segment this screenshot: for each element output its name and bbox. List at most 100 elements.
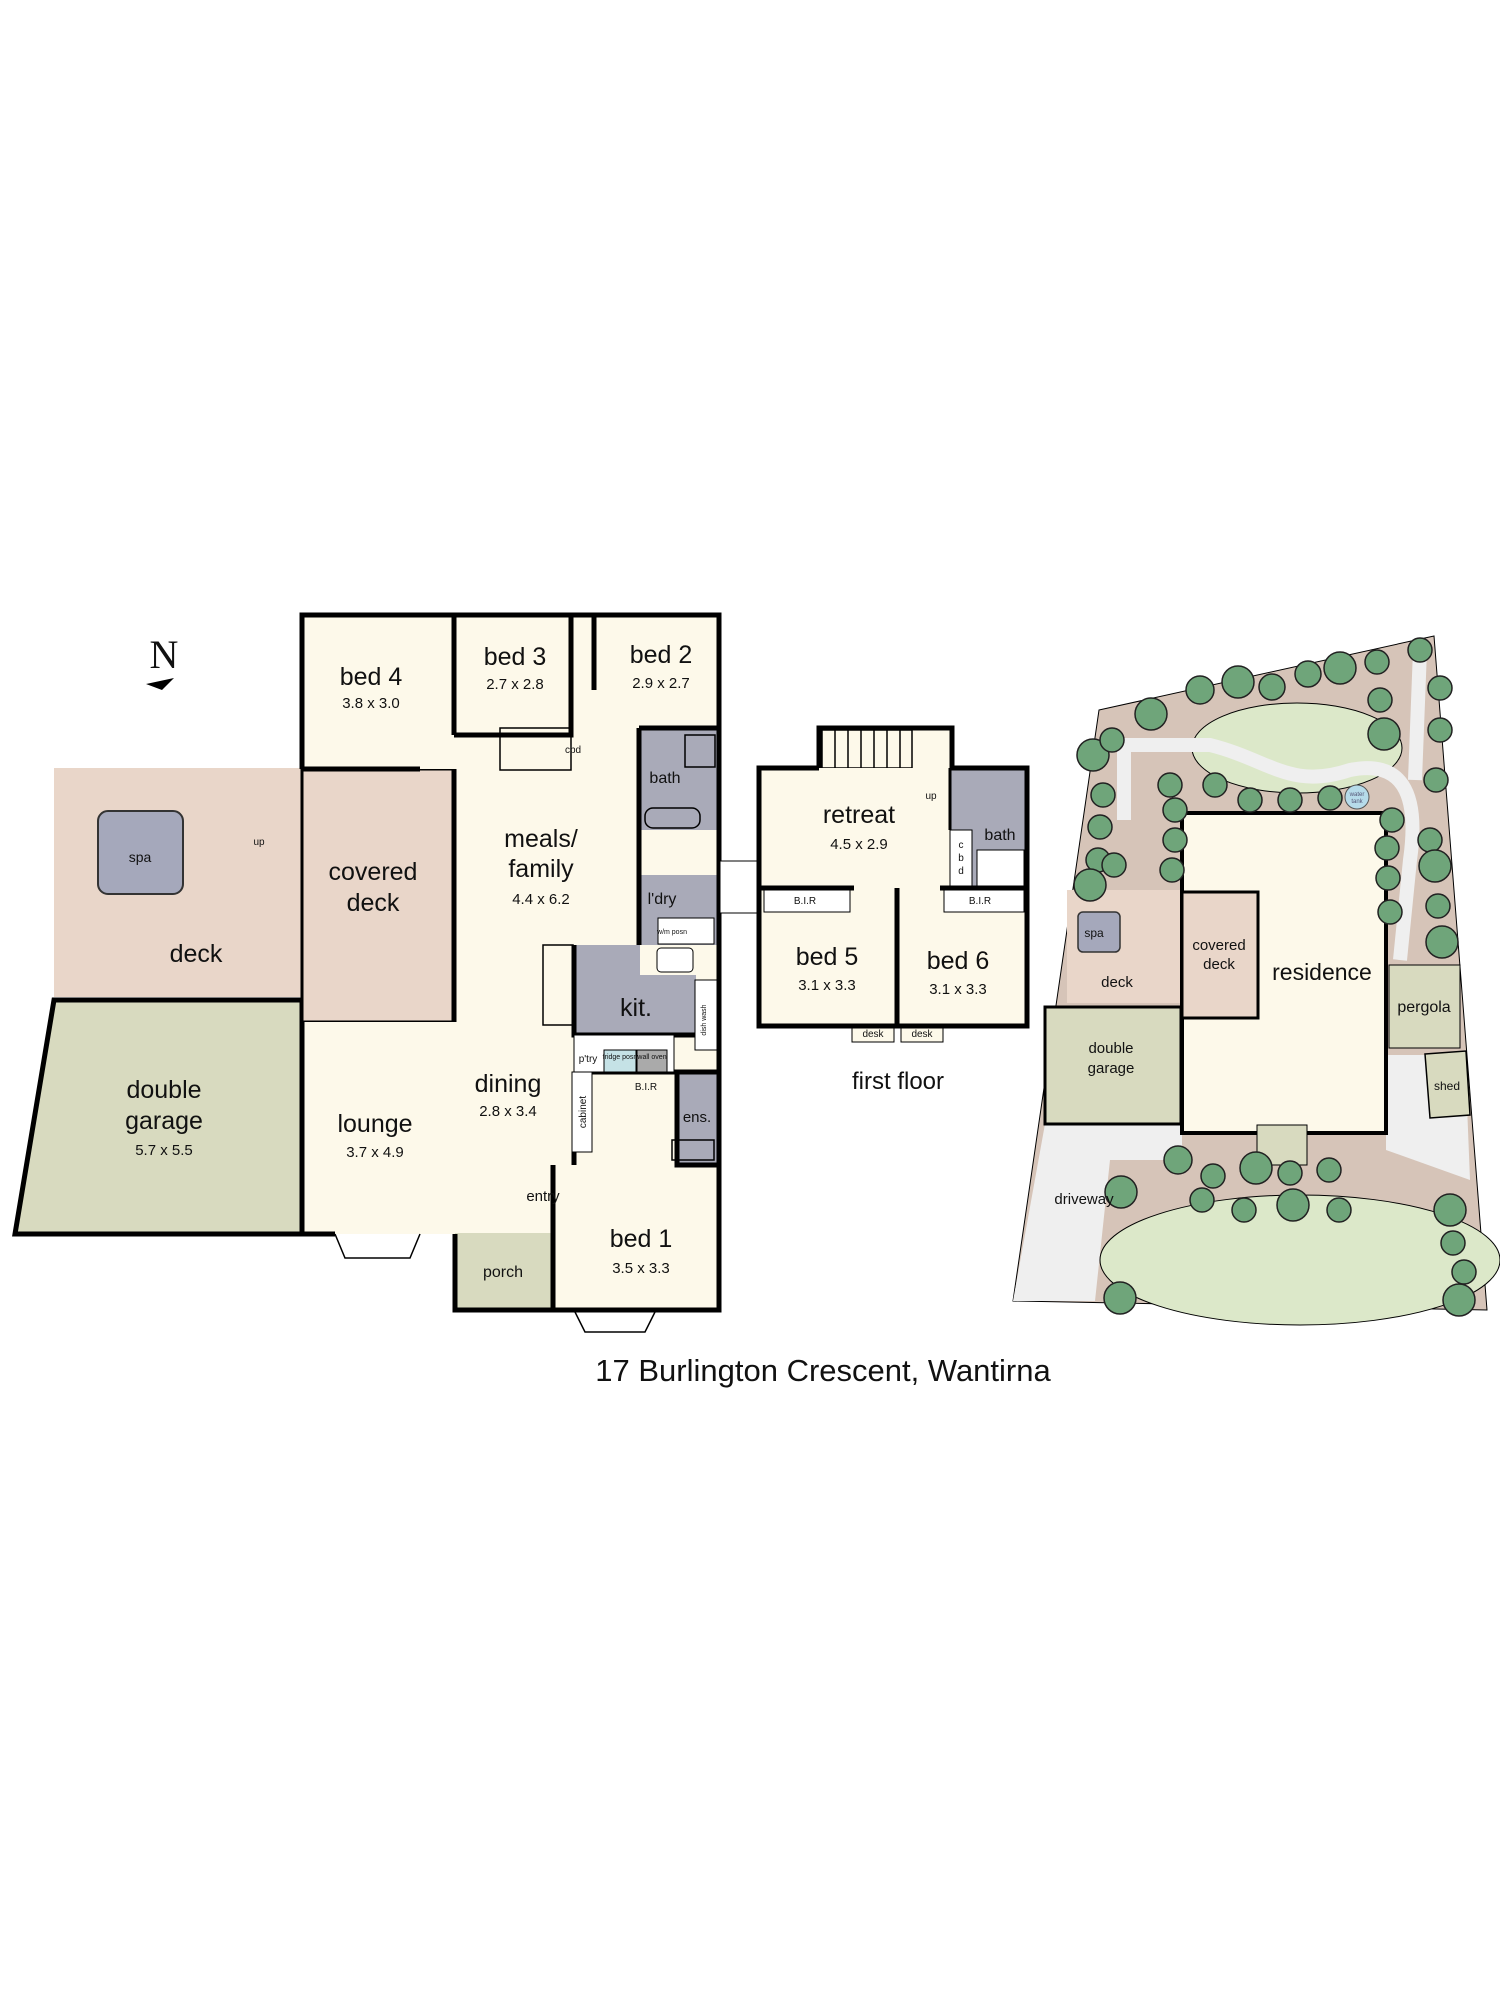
tree-icon <box>1427 717 1453 743</box>
tree-icon <box>1237 787 1263 813</box>
shower-icon <box>684 734 716 768</box>
tree-icon <box>1231 1197 1257 1223</box>
room-lounge: lounge <box>337 1110 412 1138</box>
bir-label: B.I.R <box>635 1082 657 1093</box>
tree-icon <box>1317 785 1343 811</box>
tree-icon <box>1316 1157 1342 1183</box>
pantry-label: p'try <box>579 1054 598 1065</box>
room-bed2: bed 2 <box>630 641 693 669</box>
bed6-desk-label: desk <box>911 1029 933 1040</box>
tree-icon <box>1258 673 1286 701</box>
room-bed3-dims: 2.7 x 2.8 <box>486 676 544 693</box>
tree-icon <box>1417 827 1443 853</box>
tree-icon <box>1374 835 1400 861</box>
room-bed4: bed 4 <box>340 663 403 691</box>
tree-icon <box>1425 925 1459 959</box>
tree-icon <box>1375 865 1401 891</box>
ff-shower-icon <box>976 849 1025 888</box>
tree-icon <box>1277 787 1303 813</box>
ensuite-area <box>677 1072 719 1165</box>
garden-path <box>1117 738 1420 961</box>
site-garage-label: double <box>1088 1040 1133 1057</box>
cabinet <box>571 1071 593 1153</box>
room-dining: dining <box>475 1070 542 1098</box>
tree-icon <box>1276 1188 1310 1222</box>
room-bed2-dims: 2.9 x 2.7 <box>632 675 690 692</box>
bath-area <box>639 728 719 830</box>
site-shed-label: shed <box>1434 1079 1460 1093</box>
tree-icon <box>1418 849 1452 883</box>
room-meals: meals/ <box>504 825 578 853</box>
tree-icon <box>1185 675 1215 705</box>
tree-icon <box>1087 814 1113 840</box>
covered-deck-area <box>302 769 454 1022</box>
tree-icon <box>1442 1283 1476 1317</box>
tree-icon <box>1162 797 1188 823</box>
cabinet-label: cabinet <box>578 1096 589 1128</box>
north-label: N <box>150 632 179 677</box>
tree-icon <box>1090 782 1116 808</box>
kitchen-area <box>574 945 696 1035</box>
room-garage: double <box>126 1076 201 1104</box>
tree-icon <box>1425 893 1451 919</box>
room-kitchen: kit. <box>620 994 652 1022</box>
trees <box>1073 637 1477 1317</box>
site-garage-label-2: garage <box>1088 1060 1135 1077</box>
room-porch: porch <box>483 1264 523 1281</box>
tree-icon <box>1427 675 1453 701</box>
tree-icon <box>1134 697 1168 731</box>
tree-icon <box>1157 772 1183 798</box>
site-covered-deck-label: deck <box>1203 956 1235 973</box>
room-meals-2: family <box>508 855 574 883</box>
room-bed1: bed 1 <box>610 1225 673 1253</box>
garage-area <box>15 1000 302 1234</box>
tree-icon <box>1367 687 1393 713</box>
tree-icon <box>1101 852 1127 878</box>
room-bed6: bed 6 <box>927 947 990 975</box>
cbd-c: c <box>959 840 964 851</box>
dishwasher-label: dish wash <box>701 1004 708 1035</box>
tree-icon <box>1433 1193 1467 1227</box>
laundry-appliances <box>657 917 715 945</box>
room-bath: bath <box>649 770 680 787</box>
room-garage-2: garage <box>125 1107 203 1135</box>
site-plan: spa deck covered deck residence pergola … <box>1012 635 1500 1326</box>
tree-icon <box>1367 717 1401 751</box>
north-compass: N <box>146 632 178 690</box>
bed6-bir-label: B.I.R <box>969 896 991 907</box>
tree-icon <box>1277 1160 1303 1186</box>
tree-icon <box>1364 649 1390 675</box>
room-deck: deck <box>170 940 223 968</box>
first-floor-label: first floor <box>852 1068 944 1095</box>
room-meals-dims: 4.4 x 6.2 <box>512 891 570 908</box>
wall-oven <box>636 1049 668 1073</box>
cbd-b: b <box>958 853 964 864</box>
driveway-area <box>1013 1124 1182 1301</box>
tree-icon <box>1189 1187 1215 1213</box>
bathtub-icon <box>644 807 701 829</box>
house-interior <box>302 615 719 1310</box>
bed5-desk-label: desk <box>862 1029 884 1040</box>
site-driveway-label: driveway <box>1054 1191 1114 1208</box>
room-entry: entry <box>526 1188 560 1205</box>
water-tank-label-2: tank <box>1351 799 1363 805</box>
room-bed5: bed 5 <box>796 943 859 971</box>
site-pergola-label: pergola <box>1397 999 1450 1016</box>
tree-icon <box>1377 899 1403 925</box>
tree-icon <box>1202 772 1228 798</box>
tree-icon <box>1159 857 1185 883</box>
site-deck-label: deck <box>1101 974 1133 991</box>
tree-icon <box>1239 1151 1273 1185</box>
tree-icon <box>1073 868 1107 902</box>
site-residence-label: residence <box>1272 959 1372 985</box>
spa-shape <box>97 810 184 895</box>
tree-icon <box>1104 1175 1138 1209</box>
room-garage-dims: 5.7 x 5.5 <box>135 1142 193 1159</box>
cbd-d: d <box>958 866 964 877</box>
spa-label: spa <box>129 849 152 865</box>
sink-and-dishwasher <box>694 979 718 1051</box>
bed5-bir-label: B.I.R <box>794 896 816 907</box>
tree-icon <box>1099 727 1125 753</box>
north-arrow-icon <box>146 678 174 690</box>
